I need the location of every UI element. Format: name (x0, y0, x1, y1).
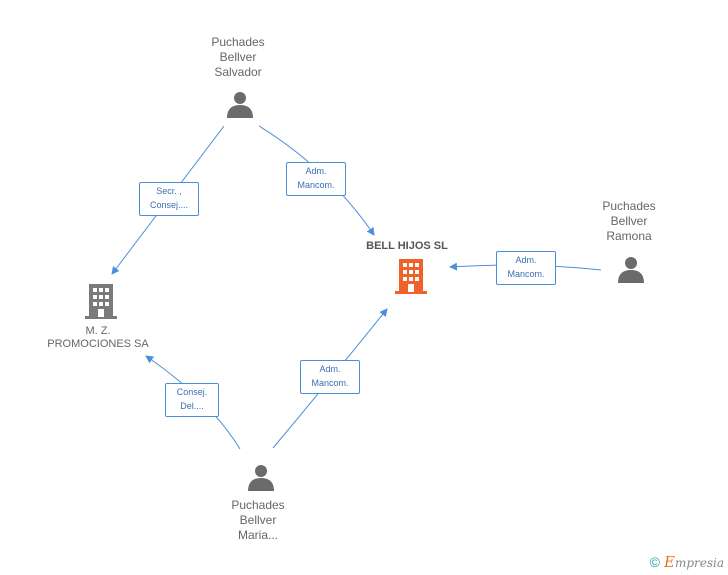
person-name-line: Bellver (610, 214, 648, 228)
edge-label-ramona-bell[interactable]: Adm. Mancom. (496, 251, 556, 285)
edge-label-salvador-bell[interactable]: Adm. Mancom. (286, 162, 346, 196)
edge-role-line: Secr. , (156, 186, 182, 196)
edge-role-line: Adm. (515, 255, 537, 265)
brand-footer: ©Empresia (650, 553, 724, 571)
person-label-maria[interactable]: Puchades Bellver Maria... (213, 498, 303, 543)
brand-logo-text: mpresia (674, 556, 724, 570)
main-company-name: BELL HIJOS SL (366, 240, 448, 252)
company-name-line: PROMOCIONES SA (47, 338, 149, 350)
person-name-line: Maria... (237, 528, 278, 542)
person-name-line: Salvador (214, 65, 262, 79)
person-icon[interactable] (617, 255, 645, 283)
company-name-line: M. Z. (85, 325, 111, 337)
person-label-ramona[interactable]: Puchades Bellver Ramona (584, 199, 674, 244)
edge-label-maria-bell[interactable]: Adm. Mancom. (300, 360, 360, 394)
person-name-line: Bellver (239, 513, 277, 527)
edge-role-line: Mancom. (297, 180, 335, 190)
brand-logo: Empresia (663, 553, 724, 571)
person-icon[interactable] (226, 90, 254, 118)
company-label-mz[interactable]: M. Z. PROMOCIONES SA (43, 325, 153, 351)
person-name-line: Puchades (602, 199, 656, 213)
edge-role-line: Mancom. (311, 378, 349, 388)
person-name-line: Puchades (231, 498, 285, 512)
edge-role-line: Adm. (305, 166, 327, 176)
person-name-line: Bellver (219, 50, 257, 64)
person-label-salvador[interactable]: Puchades Bellver Salvador (193, 35, 283, 80)
building-icon[interactable] (85, 284, 117, 319)
edge-role-line: Del.... (180, 401, 204, 411)
edge-role-line: Consej. (176, 387, 208, 397)
edge-role-line: Mancom. (507, 269, 545, 279)
edge-label-salvador-mz[interactable]: Secr. , Consej.... (139, 182, 199, 216)
edge-role-line: Consej.... (149, 200, 189, 210)
main-company-label[interactable]: BELL HIJOS SL (347, 239, 467, 254)
person-icon[interactable] (247, 463, 275, 491)
brand-logo-initial: E (663, 553, 675, 571)
person-name-line: Ramona (606, 229, 652, 243)
copyright-icon: © (649, 554, 660, 570)
person-name-line: Puchades (211, 35, 265, 49)
edge-label-maria-mz[interactable]: Consej. Del.... (165, 383, 219, 417)
building-icon[interactable] (395, 259, 427, 294)
edge-role-line: Adm. (319, 364, 341, 374)
